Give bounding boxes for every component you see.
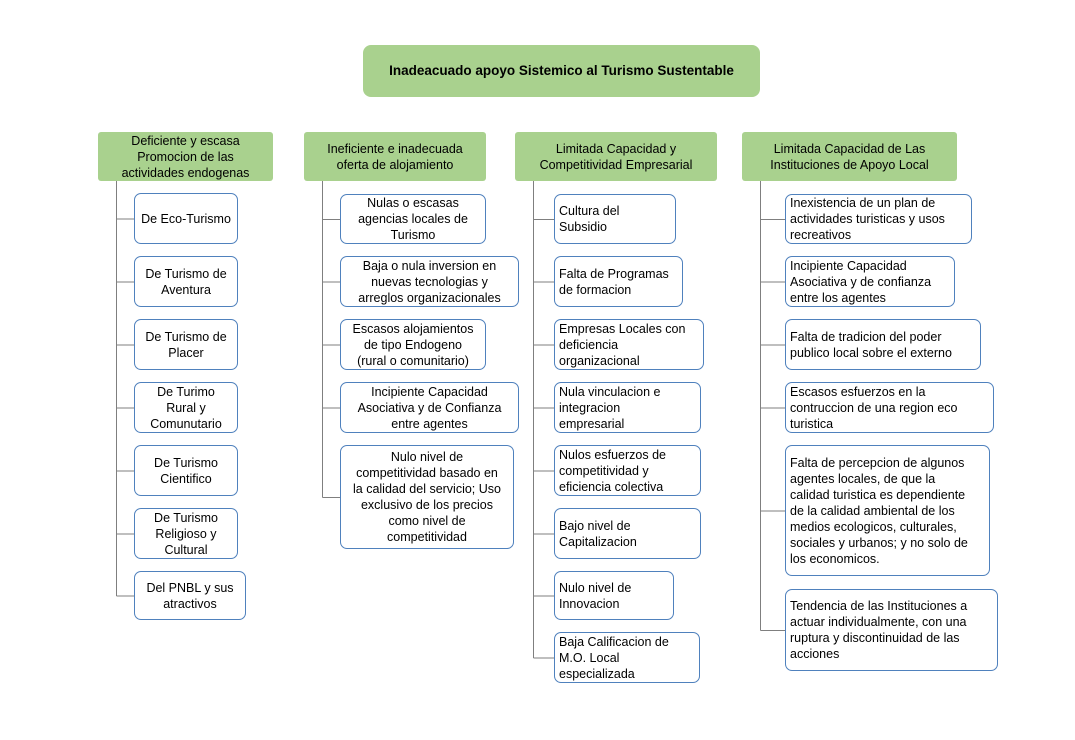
- column-2-header: Ineficiente e inadecuada oferta de aloja…: [304, 132, 486, 181]
- column-1-item: De Turismo Cientifico: [134, 445, 238, 496]
- column-2-header-text: Ineficiente e inadecuada oferta de aloja…: [327, 141, 463, 172]
- item-text: Del PNBL y sus atractivos: [146, 580, 234, 611]
- column-3-item: Nula vinculacion e integracion empresari…: [554, 382, 701, 433]
- root-node: Inadeacuado apoyo Sistemico al Turismo S…: [363, 45, 760, 97]
- column-3-item: Cultura del Subsidio: [554, 194, 676, 244]
- column-3-item: Nulos esfuerzos de competitividad y efic…: [554, 445, 701, 496]
- column-3-item: Falta de Programas de formacion: [554, 256, 683, 307]
- column-2-item: Baja o nula inversion en nuevas tecnolog…: [340, 256, 519, 307]
- item-text: De Turismo de Placer: [145, 329, 227, 360]
- column-1-item: De Turismo de Placer: [134, 319, 238, 370]
- item-text: De Turismo Religioso y Cultural: [154, 510, 218, 557]
- column-1-item: De Turismo Religioso y Cultural: [134, 508, 238, 559]
- item-text: Cultura del Subsidio: [559, 204, 620, 234]
- column-1-header: Deficiente y escasa Promocion de las act…: [98, 132, 273, 181]
- column-2-item: Incipiente Capacidad Asociativa y de Con…: [340, 382, 519, 433]
- column-3-item: Empresas Locales con deficiencia organiz…: [554, 319, 704, 370]
- column-4-header: Limitada Capacidad de Las Instituciones …: [742, 132, 957, 181]
- column-3-header: Limitada Capacidad y Competitividad Empr…: [515, 132, 717, 181]
- column-4-item: Inexistencia de un plan de actividades t…: [785, 194, 972, 244]
- item-text: Falta de Programas de formacion: [559, 266, 669, 297]
- item-text: Inexistencia de un plan de actividades t…: [790, 196, 945, 242]
- column-1-item: De Turismo de Aventura: [134, 256, 238, 307]
- item-text: De Eco-Turismo: [141, 211, 231, 226]
- column-4-item: Incipiente Capacidad Asociativa y de con…: [785, 256, 955, 307]
- column-3-item: Nulo nivel de Innovacion: [554, 571, 674, 620]
- column-2-item: Nulas o escasas agencias locales de Turi…: [340, 194, 486, 244]
- column-2-item: Nulo nivel de competitividad basado en l…: [340, 445, 514, 549]
- column-4-header-text: Limitada Capacidad de Las Instituciones …: [770, 141, 929, 172]
- item-text: Incipiente Capacidad Asociativa y de Con…: [357, 384, 502, 431]
- item-text: Falta de percepcion de algunos agentes l…: [790, 455, 968, 566]
- column-1-item: Del PNBL y sus atractivos: [134, 571, 246, 620]
- item-text: De Turismo Cientifico: [154, 455, 218, 486]
- column-4-item: Escasos esfuerzos en la contruccion de u…: [785, 382, 994, 433]
- item-text: Escasos alojamientos de tipo Endogeno (r…: [352, 321, 474, 368]
- column-4-item: Falta de tradicion del poder publico loc…: [785, 319, 981, 370]
- root-node-title: Inadeacuado apoyo Sistemico al Turismo S…: [389, 63, 734, 78]
- item-text: Nulo nivel de competitividad basado en l…: [353, 450, 501, 544]
- item-text: Bajo nivel de Capitalizacion: [559, 518, 637, 549]
- column-1-header-text: Deficiente y escasa Promocion de las act…: [121, 133, 250, 180]
- column-1-item: De Eco-Turismo: [134, 193, 238, 244]
- item-text: Baja Calificacion de M.O. Local especial…: [559, 634, 669, 681]
- item-text: Incipiente Capacidad Asociativa y de con…: [790, 258, 932, 305]
- column-4-item: Falta de percepcion de algunos agentes l…: [785, 445, 990, 576]
- column-2-item: Escasos alojamientos de tipo Endogeno (r…: [340, 319, 486, 370]
- item-text: Nulo nivel de Innovacion: [559, 580, 632, 611]
- item-text: Baja o nula inversion en nuevas tecnolog…: [358, 258, 501, 305]
- column-3-item: Baja Calificacion de M.O. Local especial…: [554, 632, 700, 683]
- column-3-header-text: Limitada Capacidad y Competitividad Empr…: [539, 141, 693, 172]
- column-3-item: Bajo nivel de Capitalizacion: [554, 508, 701, 559]
- item-text: Falta de tradicion del poder publico loc…: [790, 329, 952, 360]
- item-text: Escasos esfuerzos en la contruccion de u…: [790, 384, 958, 431]
- item-text: Tendencia de las Instituciones a actuar …: [790, 599, 968, 661]
- item-text: De Turismo de Aventura: [145, 266, 227, 297]
- item-text: Nulos esfuerzos de competitividad y efic…: [559, 447, 667, 494]
- item-text: Empresas Locales con deficiencia organiz…: [559, 321, 686, 368]
- column-4-item: Tendencia de las Instituciones a actuar …: [785, 589, 998, 671]
- column-1-item: De Turimo Rural y Comunutario: [134, 382, 238, 433]
- item-text: Nula vinculacion e integracion empresari…: [559, 384, 661, 431]
- item-text: Nulas o escasas agencias locales de Turi…: [358, 196, 468, 242]
- item-text: De Turimo Rural y Comunutario: [150, 384, 222, 431]
